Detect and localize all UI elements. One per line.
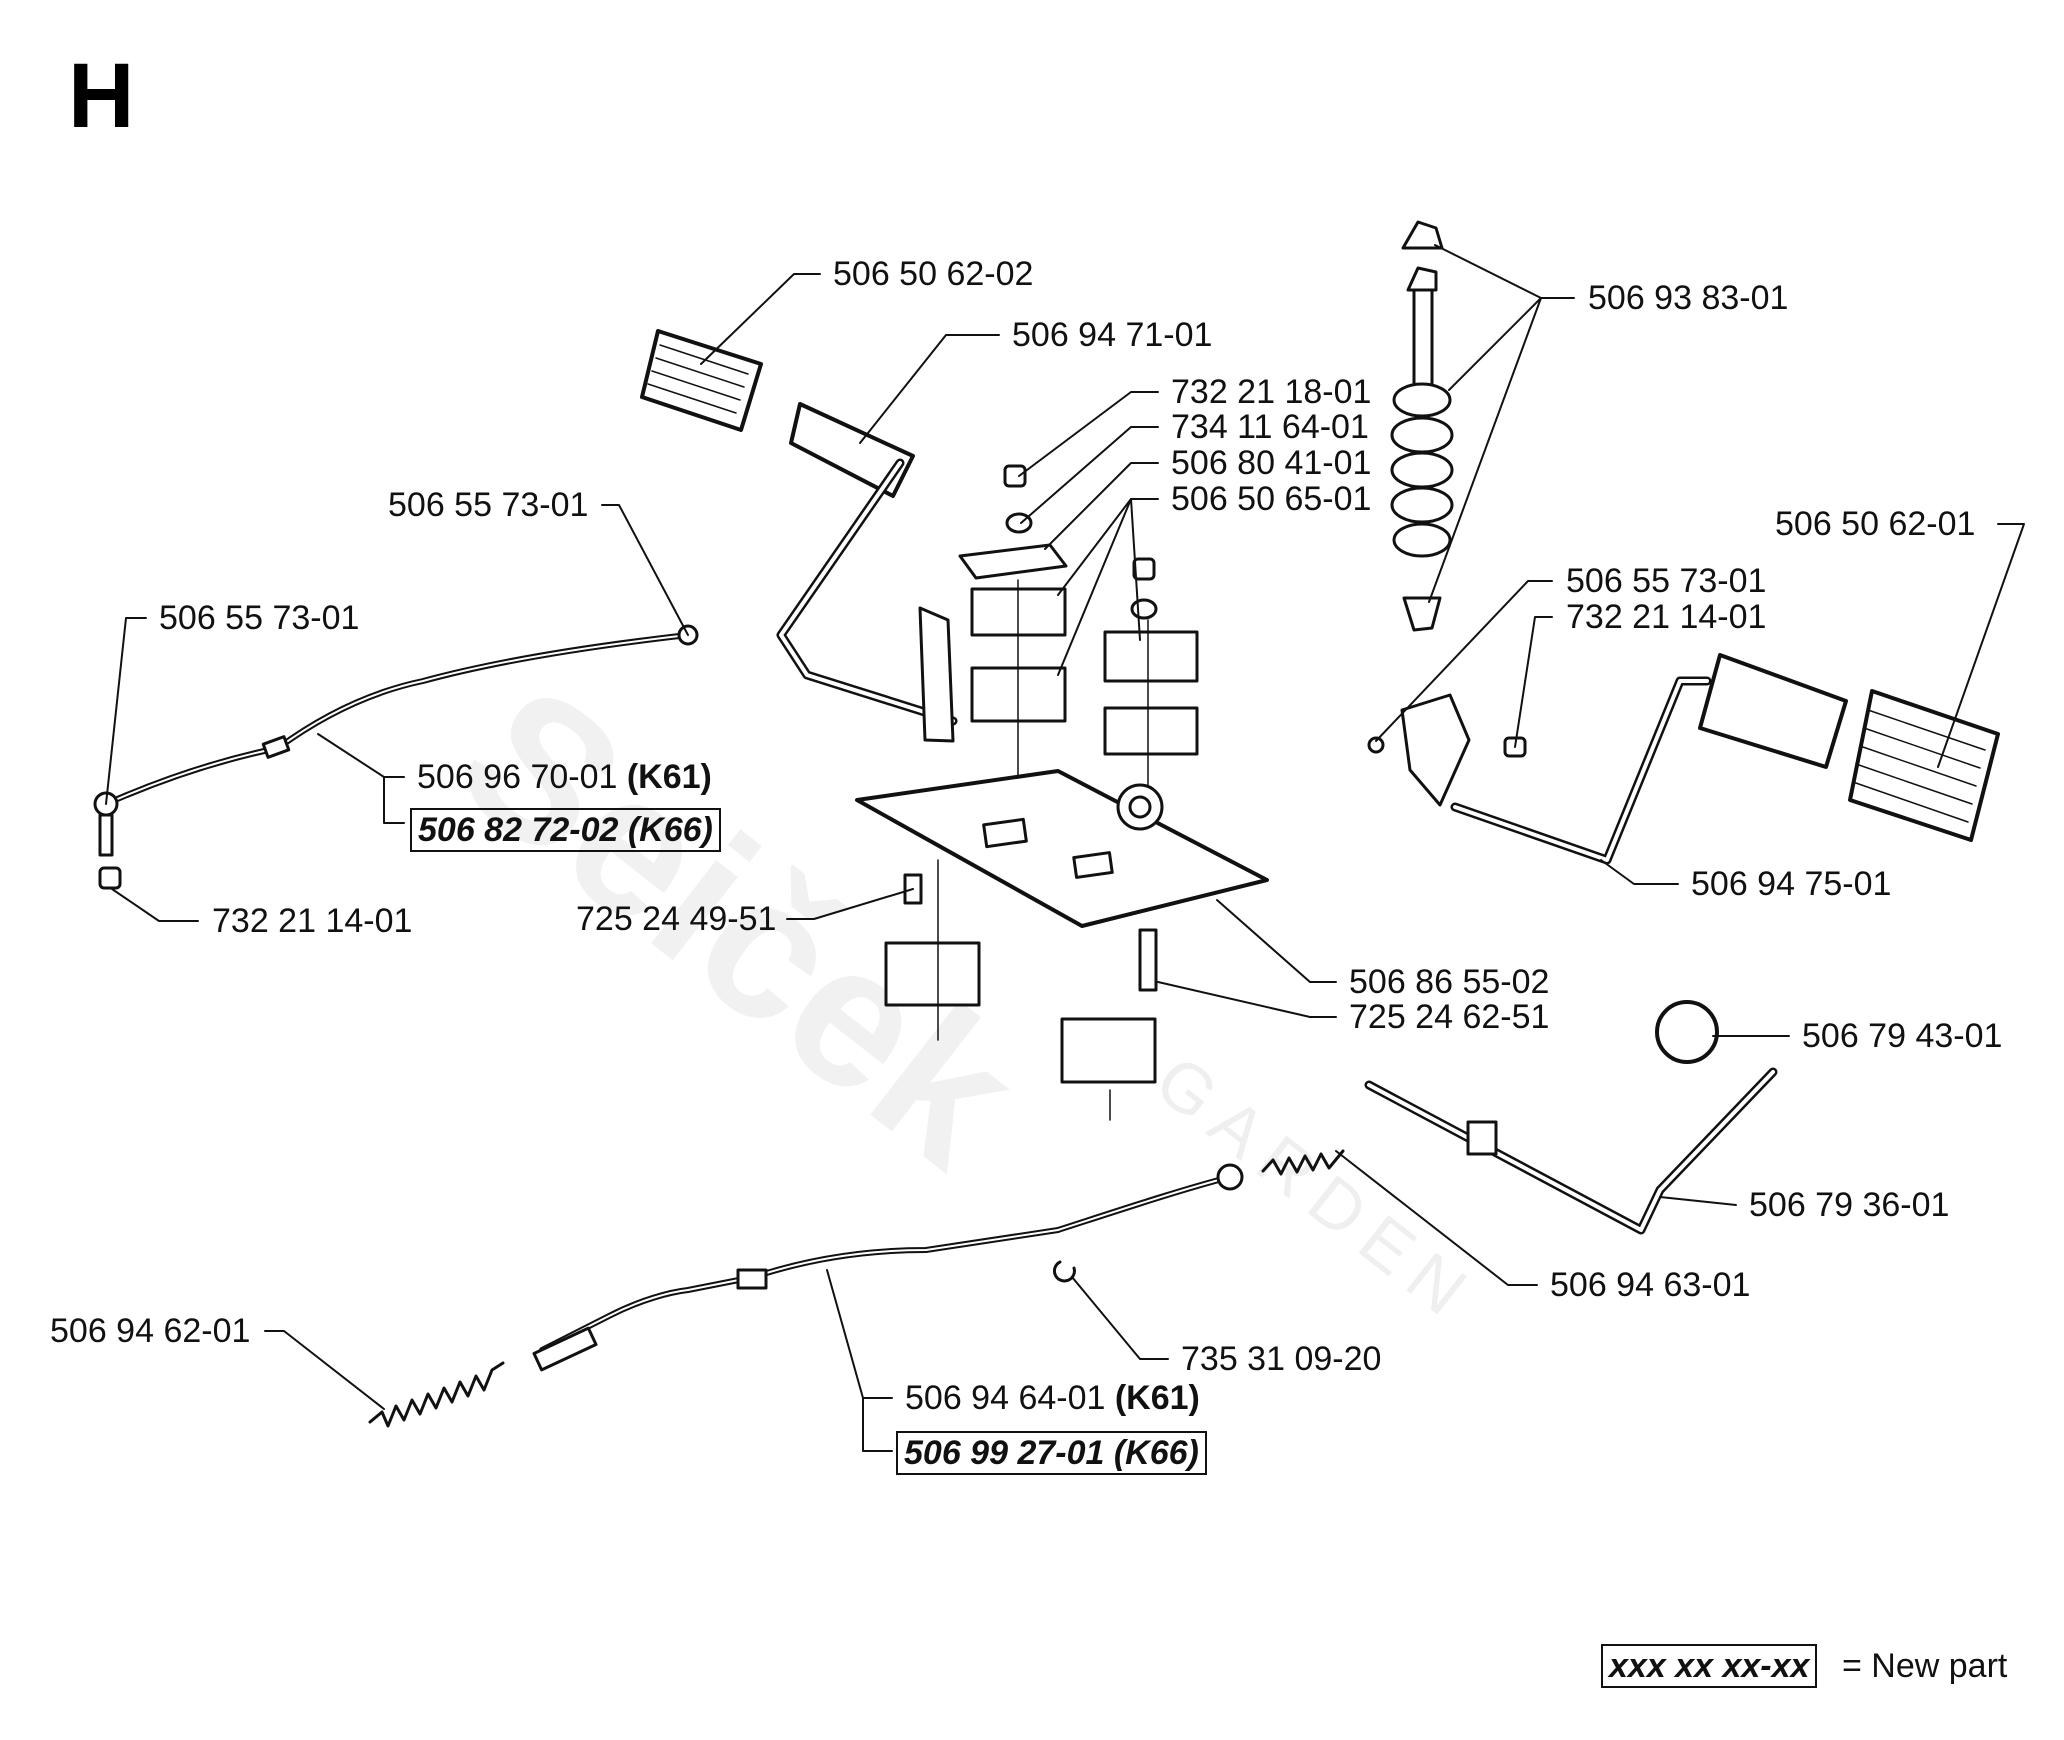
label-lever-rod: 506 79 36-01 xyxy=(1749,1186,1950,1224)
label-cable-end-upper: 506 55 73-01 xyxy=(388,486,589,524)
cable-upper-drawing xyxy=(93,624,699,890)
model-code: (K61) xyxy=(626,758,712,796)
label-strut: 506 93 83-01 xyxy=(1588,279,1789,317)
label-e-clip: 735 31 09-20 xyxy=(1181,1340,1382,1378)
label-pedal-pad-left: 506 50 62-02 xyxy=(833,255,1034,293)
label-cable-upper-k66-new: 506 82 72-02 (K66) xyxy=(410,808,721,852)
legend-sample: xxx xx xx-xx xyxy=(1601,1644,1818,1688)
part-number: 506 94 64-01 xyxy=(905,1379,1106,1417)
label-pedal-pad-right: 506 50 62-01 xyxy=(1775,505,1976,543)
label-bolt-center: 725 24 62-51 xyxy=(1349,998,1550,1036)
label-bearing-blocks: 506 50 65-01 xyxy=(1171,480,1372,518)
label-nut-left: 732 21 14-01 xyxy=(212,902,413,940)
lower-blocks-drawing xyxy=(884,859,1158,1121)
label-bolt-left: 725 24 49-51 xyxy=(576,900,777,938)
pedal-left-drawing xyxy=(776,402,958,743)
label-cable-lower-k61: 506 94 64-01 (K61) xyxy=(905,1378,1200,1418)
label-plate-small: 506 80 41-01 xyxy=(1171,444,1372,482)
knob-lever-drawing xyxy=(1364,1000,1778,1235)
label-washer-top: 734 11 64-01 xyxy=(1171,408,1369,446)
label-cable-lower-k66-new: 506 99 27-01 (K66) xyxy=(896,1431,1207,1475)
model-code: (K61) xyxy=(1114,1379,1200,1417)
part-number: 506 99 27-01 xyxy=(904,1434,1105,1472)
label-cable-end-right: 506 55 73-01 xyxy=(1566,562,1767,600)
label-base-plate: 506 86 55-02 xyxy=(1349,963,1550,1001)
pedal-pad-left-drawing xyxy=(640,329,763,432)
label-knob: 506 79 43-01 xyxy=(1802,1017,2003,1055)
label-pedal-left: 506 94 71-01 xyxy=(1012,316,1213,354)
model-code: (K66) xyxy=(627,811,713,849)
strut-drawing xyxy=(1390,220,1454,632)
legend-text: = New part xyxy=(1842,1647,2008,1685)
base-plate-drawing xyxy=(855,769,1269,928)
mount-hardware-drawing xyxy=(958,464,1199,861)
label-spring-right: 506 94 63-01 xyxy=(1550,1266,1751,1304)
section-letter: H xyxy=(68,45,135,147)
label-cable-upper-k61: 506 96 70-01 (K61) xyxy=(417,757,712,797)
pedal-right-drawing xyxy=(1367,653,1848,865)
springs-drawing xyxy=(368,1149,1345,1428)
part-number: 506 96 70-01 xyxy=(417,758,618,796)
label-cable-end-left: 506 55 73-01 xyxy=(159,599,360,637)
label-spring-left: 506 94 62-01 xyxy=(50,1312,251,1350)
model-code: (K66) xyxy=(1113,1434,1199,1472)
label-nut-right: 732 21 14-01 xyxy=(1566,598,1767,636)
pedal-pad-right-drawing xyxy=(1848,689,2000,842)
leader-lines xyxy=(105,244,2025,1452)
cable-lower-drawing xyxy=(532,1163,1244,1372)
label-pedal-right: 506 94 75-01 xyxy=(1691,865,1892,903)
part-number: 506 82 72-02 xyxy=(418,811,619,849)
label-nut-top: 732 21 18-01 xyxy=(1171,373,1372,411)
